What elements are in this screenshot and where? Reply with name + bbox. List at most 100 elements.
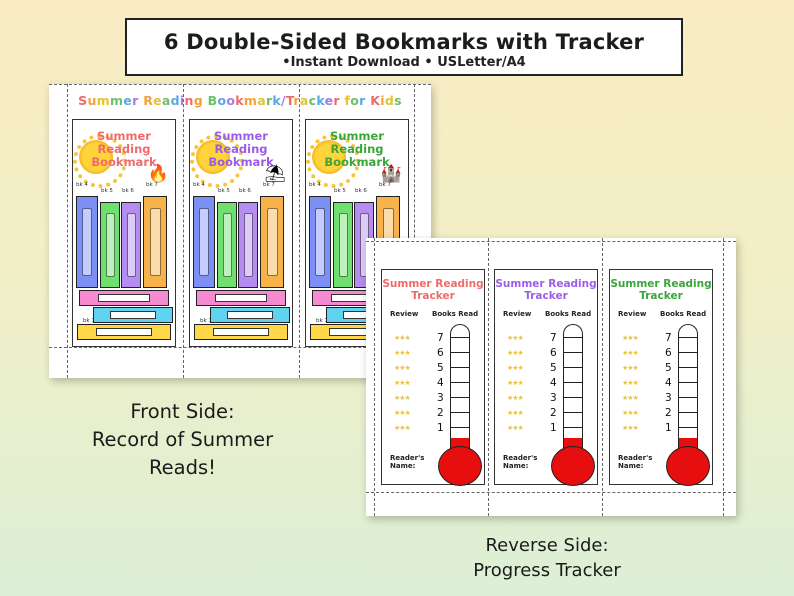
book-label: bk 6 xyxy=(239,188,251,194)
reader-line: Reader's xyxy=(618,454,653,462)
book-count-number: 2 xyxy=(550,407,557,419)
book-count-number: 6 xyxy=(550,347,557,359)
thermometer-cell xyxy=(564,412,582,413)
caption-line: Reads! xyxy=(149,456,216,479)
book-spine xyxy=(100,202,120,288)
book-label: bk 7 xyxy=(146,182,158,188)
front-sheet-title: Summer Reading Bookmark/Tracker for Kids xyxy=(78,93,402,108)
caption-line: Record of Summer xyxy=(91,428,274,451)
book-count-number: 4 xyxy=(437,377,444,389)
cut-line xyxy=(374,238,375,516)
heading-line: Tracker xyxy=(411,290,455,302)
star-rating-icon: ★★★ xyxy=(622,364,639,372)
book-count-number: 5 xyxy=(550,362,557,374)
book-label: bk 1 xyxy=(83,318,95,324)
book-label: bk 7 xyxy=(379,182,391,188)
reader-line: Reader's xyxy=(390,454,425,462)
book-count-number: 2 xyxy=(437,407,444,419)
reader-name-label: Reader's Name: xyxy=(390,454,424,470)
thermometer-cell xyxy=(564,352,582,353)
thermometer-cell xyxy=(679,382,697,383)
book-count-number: 4 xyxy=(665,377,672,389)
review-column-label: Review xyxy=(618,310,647,318)
star-rating-icon: ★★★ xyxy=(394,394,411,402)
book-horizontal xyxy=(77,324,171,340)
book-label: bk 7 xyxy=(263,182,275,188)
cut-line xyxy=(67,84,68,378)
cut-line xyxy=(49,347,431,348)
star-rating-icon: ★★★ xyxy=(394,364,411,372)
book-count-number: 5 xyxy=(665,362,672,374)
reader-line: Name: xyxy=(503,462,529,470)
reading-tracker: Summer Reading Tracker Review Books Read… xyxy=(494,269,598,486)
star-rating-icon: ★★★ xyxy=(507,379,524,387)
bookmark-heading: Summer Reading Bookmark xyxy=(190,130,292,169)
book-count-number: 1 xyxy=(550,422,557,434)
book-spine xyxy=(143,196,167,288)
review-column-label: Review xyxy=(503,310,532,318)
sun-icon xyxy=(190,134,244,188)
book-label: bk 6 xyxy=(122,188,134,194)
book-horizontal xyxy=(210,307,290,323)
bookmark-heading: Summer Reading Bookmark xyxy=(306,130,408,169)
caption-line: Front Side: xyxy=(130,400,235,423)
cut-line xyxy=(183,84,184,378)
star-rating-icon: ★★★ xyxy=(622,394,639,402)
heading-line: Summer Reading xyxy=(495,278,597,290)
front-sheet: Summer Reading Bookmark/Tracker for Kids… xyxy=(49,84,431,378)
heading-line: Tracker xyxy=(524,290,568,302)
book-count-number: 5 xyxy=(437,362,444,374)
sun-icon xyxy=(306,134,360,188)
star-rating-icon: ★★★ xyxy=(507,409,524,417)
thermometer-cell xyxy=(564,337,582,338)
heading-line: Tracker xyxy=(639,290,683,302)
cut-line xyxy=(602,238,603,516)
reader-line: Name: xyxy=(618,462,644,470)
books-read-column-label: Books Read xyxy=(432,310,479,318)
book-spine xyxy=(76,196,98,288)
thermometer-cell xyxy=(564,397,582,398)
book-spine xyxy=(193,196,215,288)
book-spine xyxy=(217,202,237,288)
thermometer-cell xyxy=(451,427,469,428)
thermometer-cell xyxy=(679,367,697,368)
book-count-number: 7 xyxy=(437,332,444,344)
cut-line xyxy=(414,84,415,378)
tracker-heading: Summer Reading Tracker xyxy=(610,278,712,302)
sandcastle-icon: 🏰 xyxy=(380,164,402,184)
thermometer-cell xyxy=(679,397,697,398)
thermometer-cell xyxy=(564,427,582,428)
book-label: bk 1 xyxy=(200,318,212,324)
caption-line: Progress Tracker xyxy=(473,560,621,581)
product-title: 6 Double-Sided Bookmarks with Tracker xyxy=(163,30,645,54)
thermometer-cell xyxy=(451,397,469,398)
reader-line: Reader's xyxy=(503,454,538,462)
book-label: bk 4 xyxy=(193,182,205,188)
thermometer-cell xyxy=(451,412,469,413)
thermometer-tube xyxy=(678,324,698,454)
thermometer-cell xyxy=(679,412,697,413)
thermometer-cell xyxy=(451,367,469,368)
book-label: bk 4 xyxy=(309,182,321,188)
star-rating-icon: ★★★ xyxy=(394,409,411,417)
book-horizontal xyxy=(79,290,169,306)
star-rating-icon: ★★★ xyxy=(507,394,524,402)
book-count-number: 3 xyxy=(550,392,557,404)
heading-line: Summer Reading xyxy=(330,129,384,156)
star-rating-icon: ★★★ xyxy=(622,424,639,432)
book-count-number: 6 xyxy=(665,347,672,359)
review-column-label: Review xyxy=(390,310,419,318)
cut-line xyxy=(49,84,431,85)
back-sheet: Summer Reading Tracker Review Books Read… xyxy=(366,238,736,516)
reader-name-label: Reader's Name: xyxy=(503,454,537,470)
heading-line: Summer Reading xyxy=(382,278,484,290)
front-side-caption: Front Side: Record of Summer Reads! xyxy=(70,398,295,482)
book-count-number: 2 xyxy=(665,407,672,419)
book-count-number: 7 xyxy=(550,332,557,344)
book-count-number: 1 xyxy=(437,422,444,434)
title-box: 6 Double-Sided Bookmarks with Tracker •I… xyxy=(125,18,683,76)
thermometer-tube xyxy=(450,324,470,454)
book-horizontal xyxy=(93,307,173,323)
